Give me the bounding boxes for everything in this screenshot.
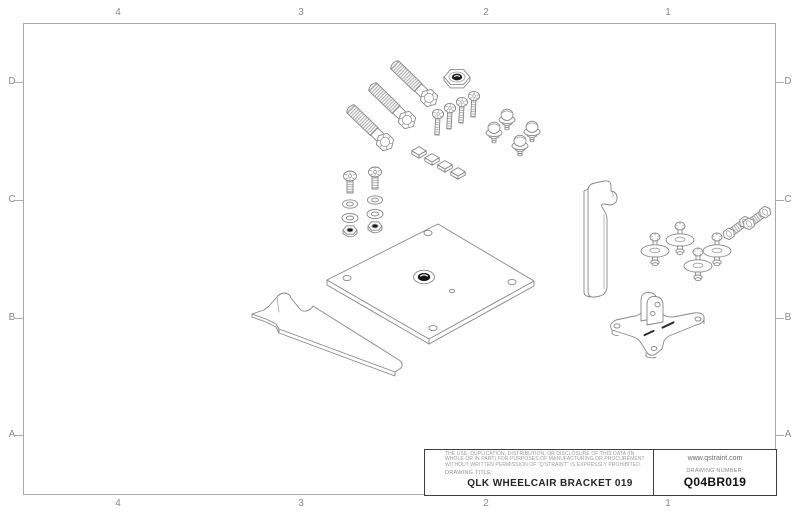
pan-head-screws <box>430 90 481 136</box>
zone-col-label-top: 3 <box>298 7 304 18</box>
zone-row-label-right: D <box>784 76 792 87</box>
screw-washer-nut-stacks <box>341 166 384 238</box>
zone-tick <box>15 318 23 319</box>
hook-plate <box>583 180 618 298</box>
title-block-left-cell: THE USE, DUPLICATION, DISTRIBUTION, OR D… <box>425 450 653 495</box>
website: www.qstraint.com <box>687 455 743 462</box>
flange-nut <box>443 69 471 89</box>
drawing-title-label: DRAWING TITLE: <box>445 469 493 476</box>
drawing-number: Q04BR019 <box>683 475 747 489</box>
legal-line: WITHOUT WRITTEN PERMISSION OF "Q'STRAINT… <box>445 461 642 468</box>
zone-row-label-right: B <box>784 312 792 323</box>
zone-col-label-bottom: 2 <box>483 498 489 509</box>
zone-col-label-top: 4 <box>115 7 121 18</box>
legal-line: WHOLE OR IN PART) FOR PURPOSES OF MANUFA… <box>445 456 645 463</box>
drawing-title: QLK WHEELCAIR BRACKET 019 <box>467 477 633 489</box>
zone-tick <box>15 435 23 436</box>
hex-bolts <box>343 57 442 155</box>
zone-row-label-left: D <box>8 76 16 87</box>
drawing-border <box>23 23 776 495</box>
zone-tick <box>776 200 784 201</box>
zone-col-label-bottom: 4 <box>115 498 121 509</box>
zone-row-label-right: C <box>784 194 792 205</box>
legal-notice: THE USE, DUPLICATION, DISTRIBUTION, OR D… <box>445 451 647 468</box>
stabilizer-bar <box>251 292 403 377</box>
zone-row-label-left: C <box>8 194 16 205</box>
drawing-number-label: DRAWING NUMBER: <box>686 468 744 474</box>
zone-row-label-left: A <box>8 429 16 440</box>
x-base-bracket <box>610 292 705 359</box>
pin-spacer-assemblies <box>640 221 732 282</box>
zone-col-label-bottom: 1 <box>665 498 671 509</box>
zone-row-label-right: A <box>784 429 792 440</box>
title-block-right-cell: www.qstraint.com DRAWING NUMBER: Q04BR01… <box>653 450 776 495</box>
zone-tick <box>776 82 784 83</box>
zone-tick <box>15 200 23 201</box>
threaded-studs <box>720 204 774 242</box>
zone-tick <box>776 318 784 319</box>
dome-nuts-washers <box>485 108 541 157</box>
title-block: THE USE, DUPLICATION, DISTRIBUTION, OR D… <box>424 449 777 496</box>
legal-line: THE USE, DUPLICATION, DISTRIBUTION, OR D… <box>445 451 635 457</box>
zone-tick <box>15 82 23 83</box>
zone-row-label-left: B <box>8 312 16 323</box>
square-spacers <box>411 146 466 180</box>
zone-col-label-top: 1 <box>665 7 671 18</box>
zone-tick <box>776 435 784 436</box>
part-markings <box>643 321 675 337</box>
mounting-plate <box>326 223 535 345</box>
zone-col-label-bottom: 3 <box>298 498 304 509</box>
zone-col-label-top: 2 <box>483 7 489 18</box>
